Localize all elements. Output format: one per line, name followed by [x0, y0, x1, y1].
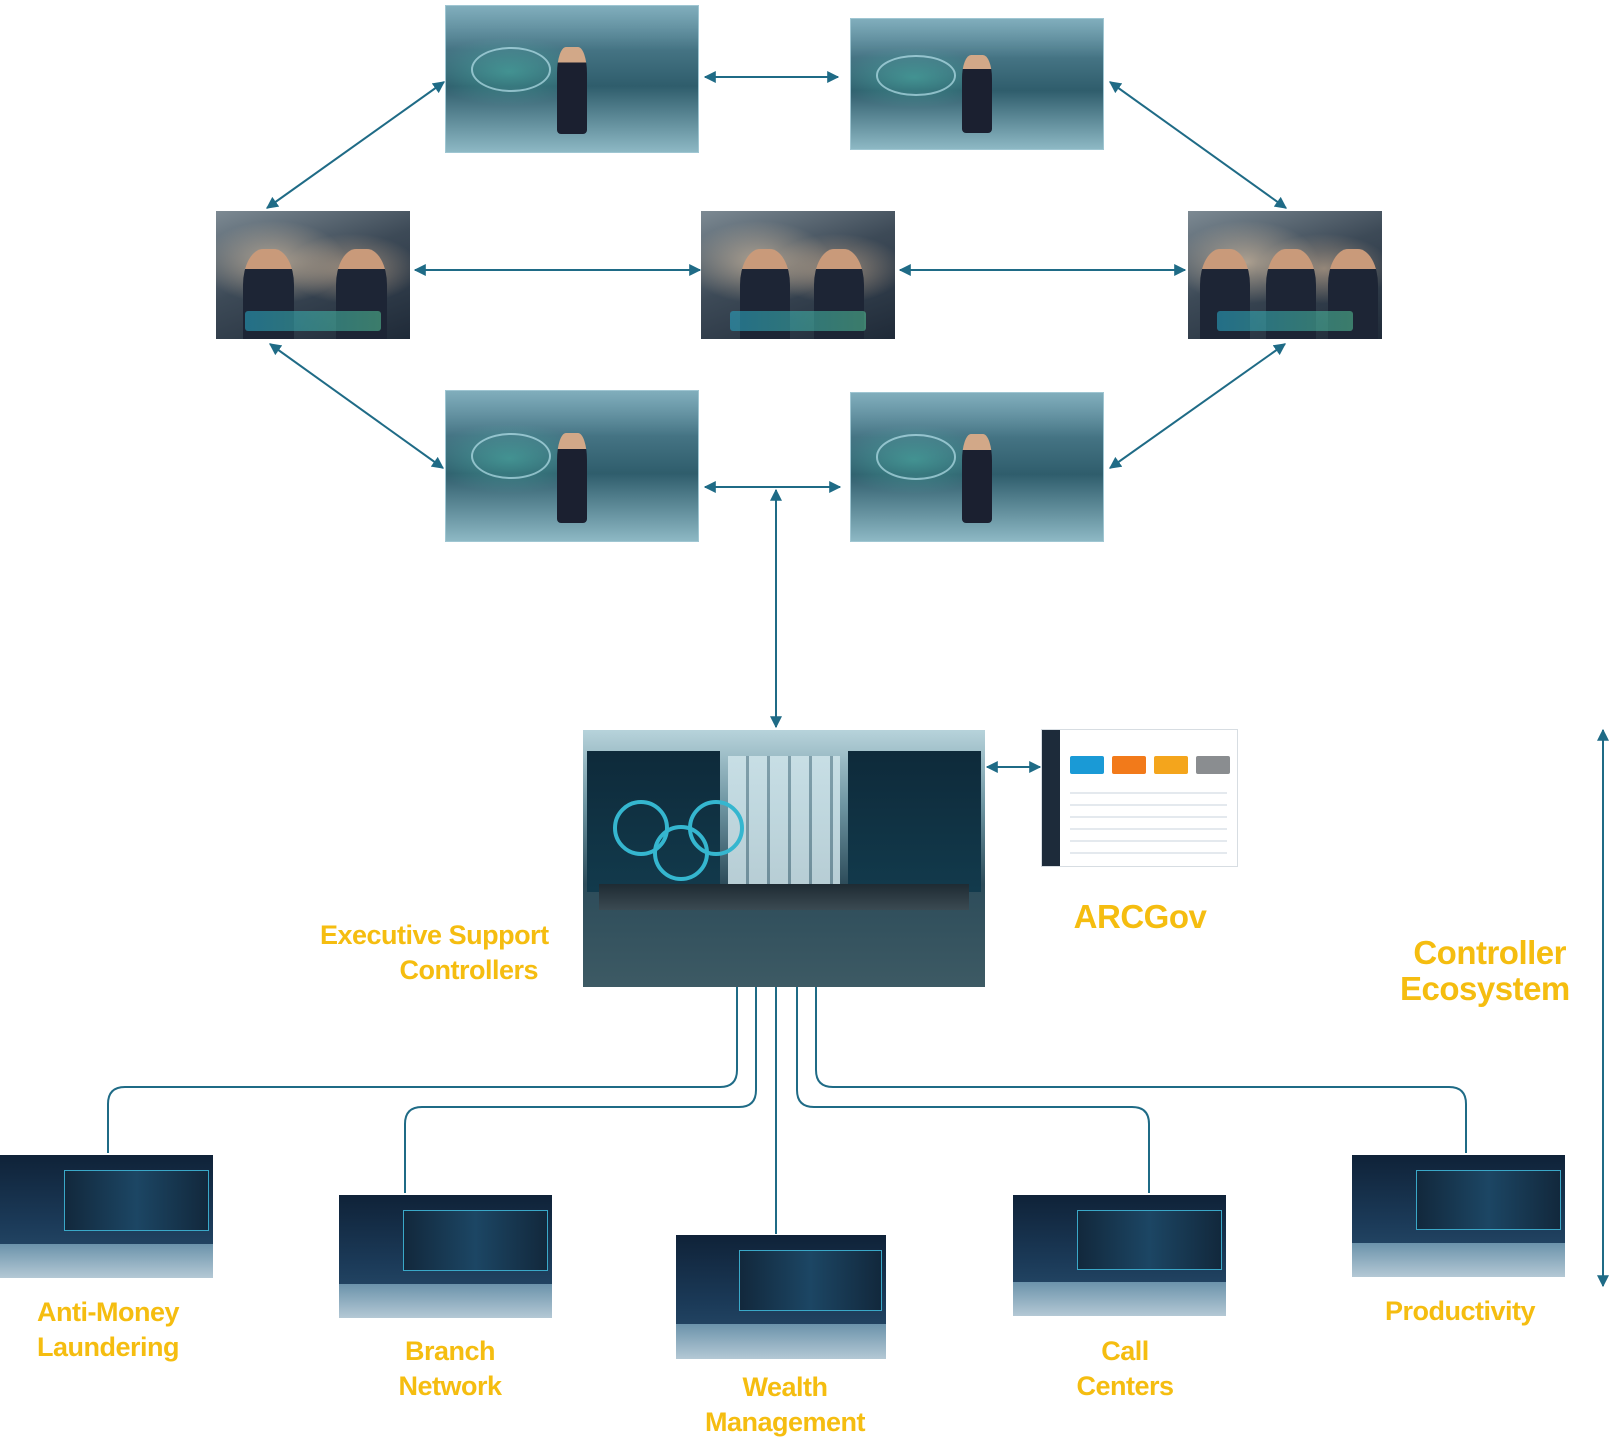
productivity-label: Productivity — [1384, 1296, 1536, 1326]
virtual-room-walking — [850, 18, 1104, 150]
wealth-management-room-image — [676, 1235, 886, 1359]
branch-productivity — [815, 987, 1467, 1153]
wealth-management-label: Wealth Management — [704, 1372, 866, 1437]
link-meeting1-room3 — [269, 343, 444, 469]
branch-branch-network — [404, 987, 757, 1193]
productivity-room-image — [1352, 1155, 1565, 1277]
virtual-room-lounge — [445, 390, 699, 542]
meeting-photo-left — [216, 211, 410, 339]
call-centers-label: Call Centers — [1076, 1336, 1174, 1401]
meeting-photo-center — [701, 211, 895, 339]
virtual-room-bench — [445, 5, 699, 153]
branch-network-label: Branch Network — [398, 1336, 502, 1401]
controller-ecosystem-label: Controller Ecosystem — [1400, 934, 1570, 1007]
meeting-photo-right — [1188, 211, 1382, 339]
branch-call-centers — [796, 987, 1150, 1193]
executive-control-room-image — [583, 730, 985, 987]
link-room2-meeting3 — [1109, 81, 1287, 209]
virtual-room-desk — [850, 392, 1104, 542]
exec-support-label: Executive Support Controllers — [320, 920, 549, 985]
arcgov-label: ARCGov — [1073, 898, 1207, 935]
link-room1-meeting1 — [266, 81, 445, 209]
branch-network-room-image — [339, 1195, 552, 1318]
anti-money-room-image — [0, 1155, 213, 1278]
call-centers-room-image — [1013, 1195, 1226, 1316]
arcgov-dashboard-image — [1041, 729, 1238, 867]
anti-money-label: Anti-Money Laundering — [37, 1297, 180, 1362]
link-meeting3-room4 — [1109, 343, 1286, 469]
branch-anti-money — [107, 987, 738, 1153]
